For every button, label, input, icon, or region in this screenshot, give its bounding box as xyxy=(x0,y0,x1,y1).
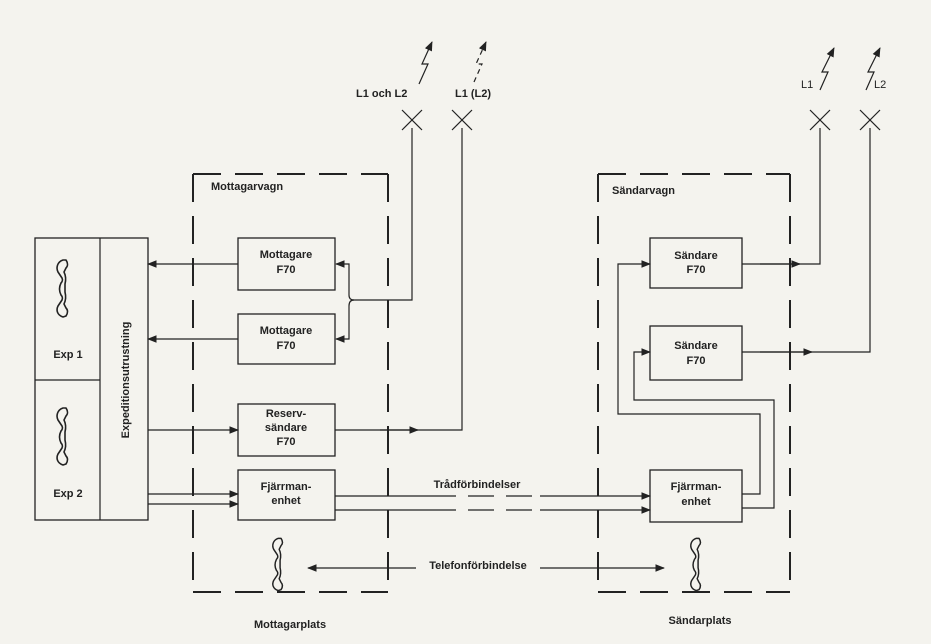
tx-remote-line1: Fjärrman- xyxy=(671,481,722,493)
tx-antenna-label-2: L2 xyxy=(874,79,886,91)
rx-remote-line1: Fjärrman- xyxy=(261,481,312,493)
receiver-box-1: Mottagare F70 xyxy=(237,237,336,291)
transmitter1-line2: F70 xyxy=(687,264,706,276)
transmitter-connections xyxy=(617,128,871,509)
receiver-box-2: Mottagare F70 xyxy=(237,313,336,365)
transmitter-box-2: Sändare F70 xyxy=(649,325,743,381)
transmitter2-line2: F70 xyxy=(687,355,706,367)
tx-antenna-label-1: L1 xyxy=(801,79,813,91)
rx-antenna-label-2: L1 (L2) xyxy=(455,88,491,100)
reserve-line3: F70 xyxy=(277,436,296,448)
reserve-line1: Reserv- xyxy=(266,408,307,420)
wire-connection-label: Trådförbindelser xyxy=(434,479,522,491)
tx-antenna-2 xyxy=(859,47,881,131)
receiver-remote-unit-box: Fjärrman- enhet xyxy=(237,469,336,521)
tx-antenna-1 xyxy=(809,47,835,131)
reserve-transmitter-box: Reserv- sändare F70 xyxy=(237,403,336,457)
telephone-handset-icon xyxy=(272,537,284,592)
telephone-connection-label: Telefonförbindelse xyxy=(429,560,527,572)
receiver-place-label: Mottagarplats xyxy=(254,619,326,631)
receiver-station-title: Mottagarvagn xyxy=(211,181,283,193)
exp2-label: Exp 2 xyxy=(53,488,82,500)
receiver2-line1: Mottagare xyxy=(260,325,313,337)
telephone-handset-icon xyxy=(690,537,702,592)
transmitter-box-1: Sändare F70 xyxy=(649,237,743,289)
reserve-line2: sändare xyxy=(265,422,307,434)
wire-connection: Trådförbindelser xyxy=(335,479,651,514)
tx-remote-line2: enhet xyxy=(681,496,711,508)
transmitter-place-label: Sändarplats xyxy=(669,615,732,627)
expedition-unit: Exp 1 Exp 2 Expeditionsutrustning xyxy=(34,237,149,521)
rx-remote-line2: enhet xyxy=(271,495,301,507)
receiver1-line2: F70 xyxy=(277,264,296,276)
exp1-label: Exp 1 xyxy=(53,349,82,361)
rx-antenna-label-1: L1 och L2 xyxy=(356,88,407,100)
rx-antenna-2 xyxy=(451,41,487,131)
receiver1-line1: Mottagare xyxy=(260,249,313,261)
expedition-label: Expeditionsutrustning xyxy=(120,322,132,439)
receiver-connections xyxy=(147,128,463,508)
transmitter1-line1: Sändare xyxy=(674,250,717,262)
receiver2-line2: F70 xyxy=(277,340,296,352)
transmitter2-line1: Sändare xyxy=(674,340,717,352)
transmitter-remote-unit-box: Fjärrman- enhet xyxy=(649,469,743,523)
receiver-station-frame: Mottagarvagn Mottagarplats xyxy=(192,173,389,631)
transmitter-station-title: Sändarvagn xyxy=(612,185,675,197)
rx-antenna-1 xyxy=(401,41,433,131)
telephone-connection: Telefonförbindelse xyxy=(272,537,702,592)
transmitter-station-frame: Sändarvagn Sändarplats xyxy=(597,173,791,627)
